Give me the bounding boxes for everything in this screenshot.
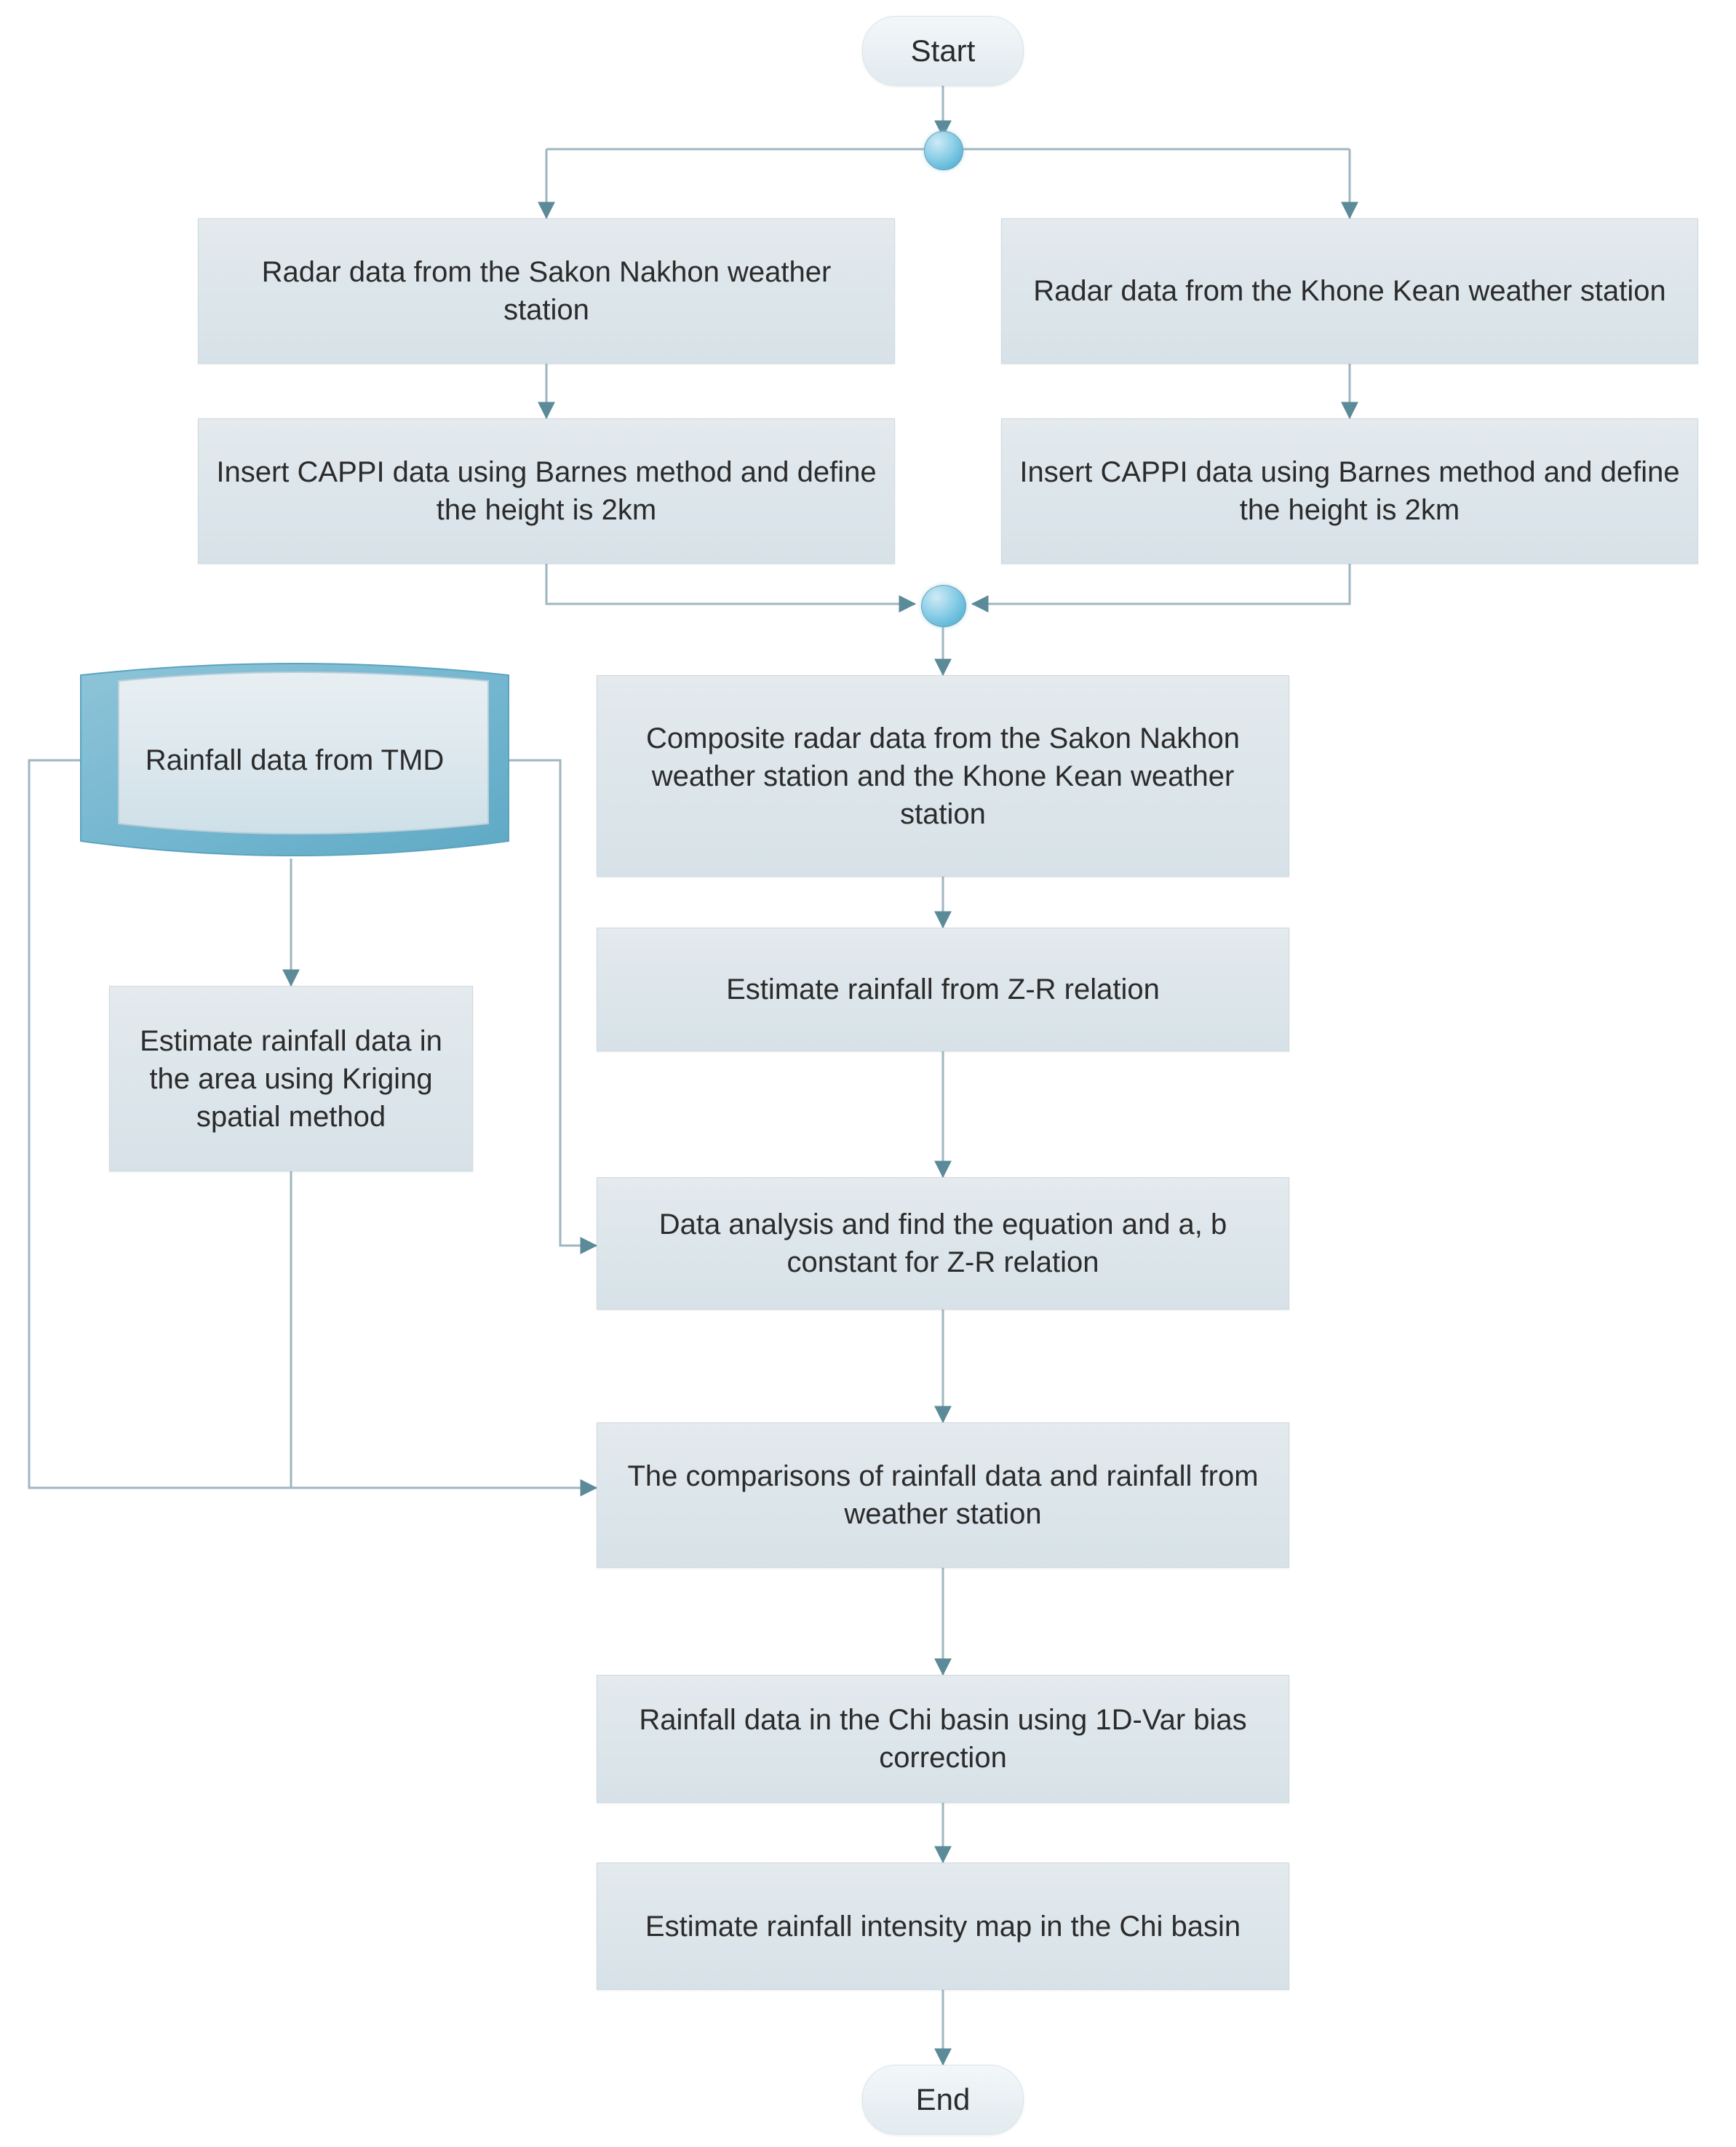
end-label: End (915, 2082, 971, 2116)
intensity-map-node[interactable]: Estimate rainfall intensity map in the C… (597, 1863, 1289, 1990)
cappi-right-label: Insert CAPPI data using Barnes method an… (1019, 456, 1680, 526)
edge-cappi-left-to-merge (545, 564, 917, 613)
composite-node[interactable]: Composite radar data from the Sakon Nakh… (597, 675, 1289, 877)
radar-sakon-node[interactable]: Radar data from the Sakon Nakhon weather… (198, 218, 895, 364)
data-analysis-label: Data analysis and find the equation and … (658, 1208, 1227, 1278)
radar-khone-label: Radar data from the Khone Kean weather s… (1033, 275, 1666, 307)
edge-tmd-to-data-analysis (509, 759, 598, 1254)
kriging-label: Estimate rainfall data in the area using… (140, 1024, 442, 1133)
split-junction (924, 131, 963, 170)
cappi-right-node[interactable]: Insert CAPPI data using Barnes method an… (1001, 418, 1698, 564)
estimate-zr-node[interactable]: Estimate rainfall from Z-R relation (597, 928, 1289, 1051)
comparisons-node[interactable]: The comparisons of rainfall data and rai… (597, 1422, 1289, 1568)
data-analysis-node[interactable]: Data analysis and find the equation and … (597, 1177, 1289, 1310)
estimate-zr-label: Estimate rainfall from Z-R relation (726, 973, 1160, 1005)
composite-label: Composite radar data from the Sakon Nakh… (646, 722, 1240, 830)
tmd-data-label: Rainfall data from TMD (145, 744, 445, 776)
edge-cappi-right-to-merge (971, 564, 1351, 613)
cappi-left-node[interactable]: Insert CAPPI data using Barnes method an… (198, 418, 895, 564)
end-node[interactable]: End (862, 2065, 1024, 2135)
tmd-data-node[interactable]: Rainfall data from TMD (76, 662, 513, 859)
start-label: Start (910, 33, 976, 68)
bias-correction-label: Rainfall data in the Chi basin using 1D-… (639, 1704, 1247, 1774)
intensity-map-label: Estimate rainfall intensity map in the C… (645, 1910, 1241, 1943)
cappi-left-label: Insert CAPPI data using Barnes method an… (216, 456, 877, 526)
start-node[interactable]: Start (862, 16, 1024, 86)
bias-correction-node[interactable]: Rainfall data in the Chi basin using 1D-… (597, 1675, 1289, 1803)
merge-junction (921, 585, 966, 627)
comparisons-label: The comparisons of rainfall data and rai… (627, 1460, 1259, 1530)
radar-sakon-label: Radar data from the Sakon Nakhon weather… (261, 256, 832, 326)
kriging-node[interactable]: Estimate rainfall data in the area using… (109, 986, 473, 1171)
radar-khone-node[interactable]: Radar data from the Khone Kean weather s… (1001, 218, 1698, 364)
